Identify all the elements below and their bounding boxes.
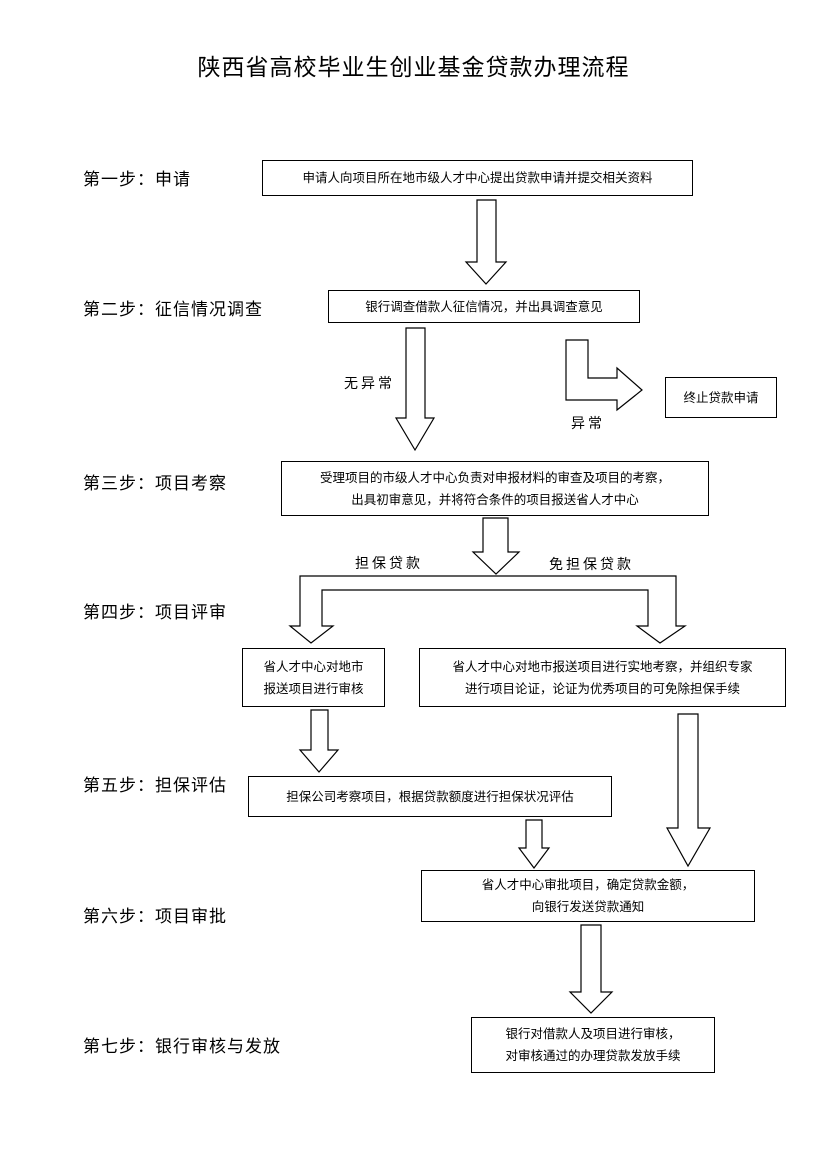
- label-exempt: 免担保贷款: [549, 557, 634, 573]
- arrow-approval-to-bank: [568, 924, 614, 1014]
- arrow-inspection-split: [471, 517, 521, 575]
- box-guarantee-eval: 担保公司考察项目，根据贷款额度进行担保状况评估: [248, 776, 612, 817]
- label-abnormal: 异常: [571, 416, 605, 432]
- arrow-credit-to-terminate: [565, 339, 643, 412]
- label-guaranteed: 担保贷款: [355, 556, 423, 572]
- step-5-label: 第五步：担保评估: [83, 776, 227, 796]
- box-inspection: 受理项目的市级人才中心负责对申报材料的审查及项目的考察，出具初审意见，并将符合条…: [281, 461, 709, 516]
- box-review-exempt: 省人才中心对地市报送项目进行实地考察，并组织专家进行项目论证，论证为优秀项目的可…: [419, 648, 786, 707]
- step-1-label: 第一步：申请: [83, 170, 191, 190]
- branch-bar: [288, 575, 687, 644]
- box-bank-release: 银行对借款人及项目进行审核，对审核通过的办理贷款发放手续: [471, 1017, 715, 1073]
- page-title: 陕西省高校毕业生创业基金贷款办理流程: [197, 55, 630, 81]
- step-6-label: 第六步：项目审批: [83, 907, 227, 927]
- box-apply: 申请人向项目所在地市级人才中心提出贷款申请并提交相关资料: [262, 160, 693, 196]
- arrow-credit-to-inspection: [394, 327, 436, 452]
- arrow-exempt-to-approval: [665, 713, 712, 868]
- step-2-label: 第二步：征信情况调查: [83, 300, 263, 320]
- arrow-apply-to-credit: [464, 199, 508, 285]
- box-review-guaranteed: 省人才中心对地市报送项目进行审核: [242, 648, 385, 707]
- step-7-label: 第七步：银行审核与发放: [83, 1037, 281, 1057]
- arrow-guarantee-to-approval: [517, 819, 551, 869]
- step-4-label: 第四步：项目评审: [83, 603, 227, 623]
- box-approval: 省人才中心审批项目，确定贷款金额，向银行发送贷款通知: [421, 870, 755, 922]
- step-3-label: 第三步：项目考察: [83, 474, 227, 494]
- box-credit-check: 银行调查借款人征信情况，并出具调查意见: [328, 290, 640, 323]
- arrow-review-to-guarantee: [298, 709, 340, 773]
- box-terminate: 终止贷款申请: [665, 377, 777, 418]
- label-normal: 无异常: [344, 376, 395, 392]
